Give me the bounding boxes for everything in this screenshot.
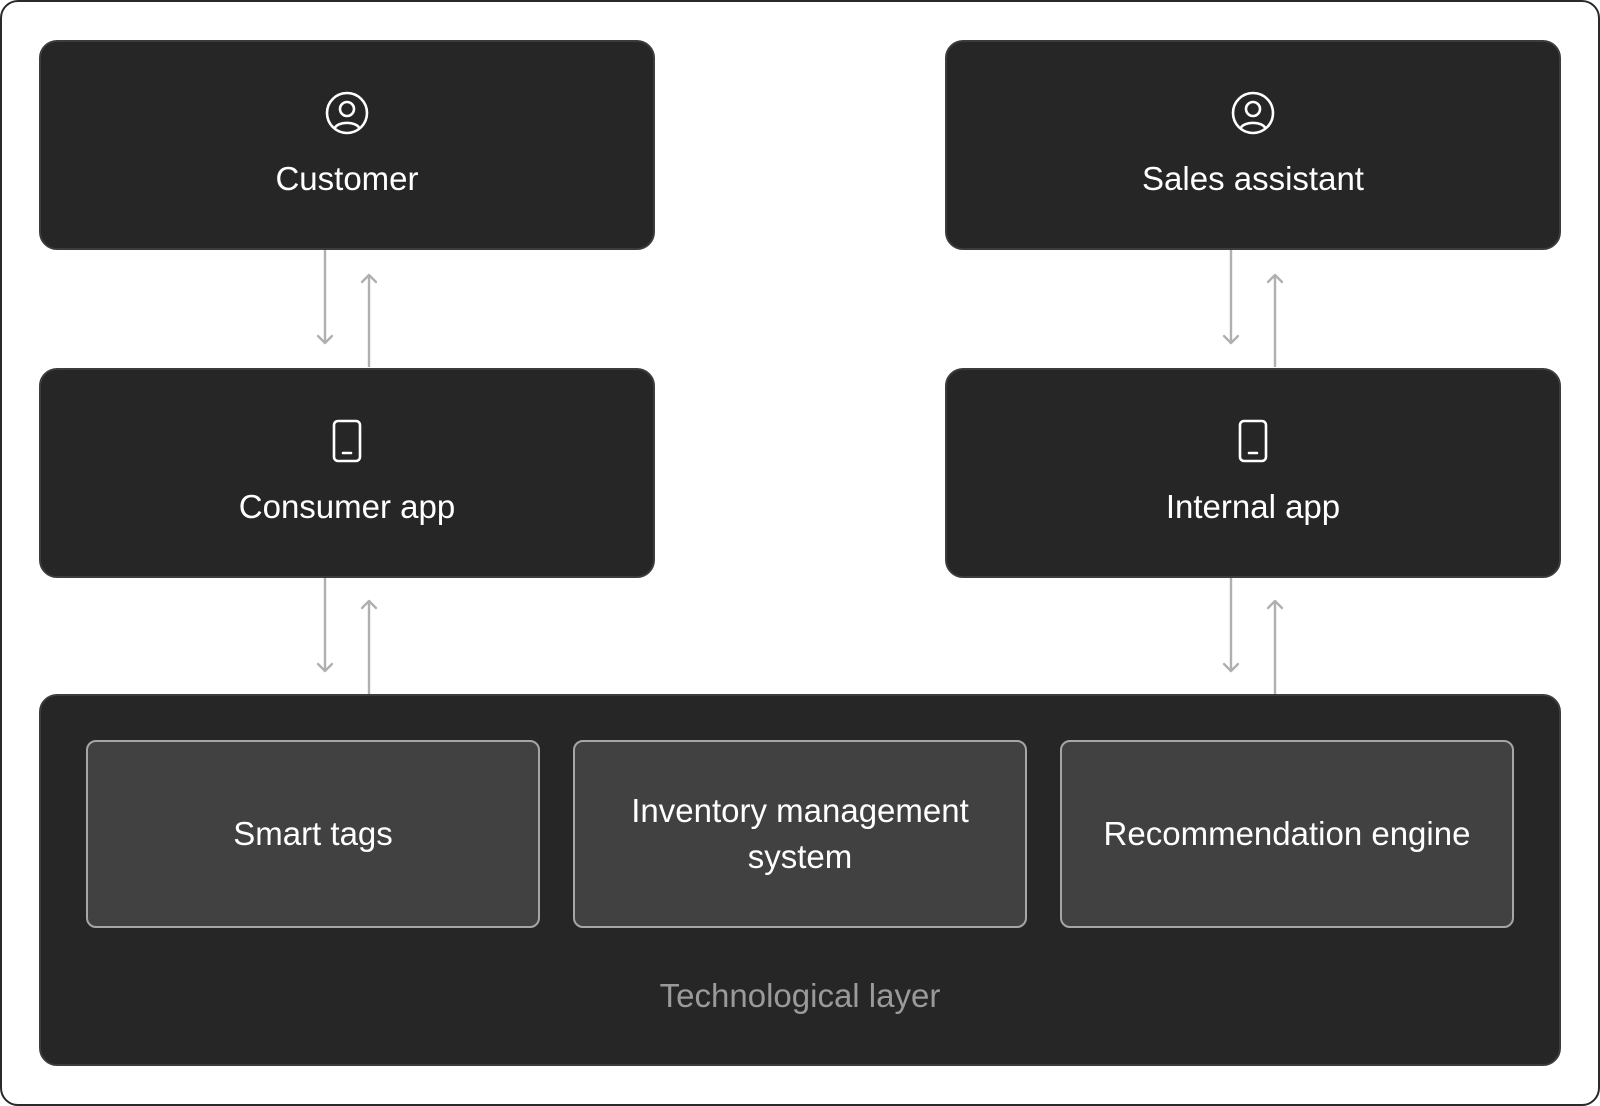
technological-layer-label: Technological layer <box>659 977 941 1014</box>
mobile-phone-icon <box>1237 418 1269 469</box>
inventory-management-box: Inventory management system <box>573 740 1027 928</box>
internal-app-node: Internal app <box>945 368 1561 578</box>
user-circle-icon <box>1230 90 1276 141</box>
internal-app-label: Internal app <box>1165 488 1341 525</box>
user-circle-icon <box>324 90 370 141</box>
consumer-app-node: Consumer app <box>39 368 655 578</box>
customer-label: Customer <box>275 160 419 197</box>
sales-assistant-node: Sales assistant <box>945 40 1561 250</box>
smart-tags-box: Smart tags <box>86 740 540 928</box>
customer-node: Customer <box>39 40 655 250</box>
recommendation-engine-box: Recommendation engine <box>1060 740 1514 928</box>
sales-assistant-label: Sales assistant <box>1142 160 1364 197</box>
consumer-app-label: Consumer app <box>238 488 456 525</box>
mobile-phone-icon <box>331 418 363 469</box>
